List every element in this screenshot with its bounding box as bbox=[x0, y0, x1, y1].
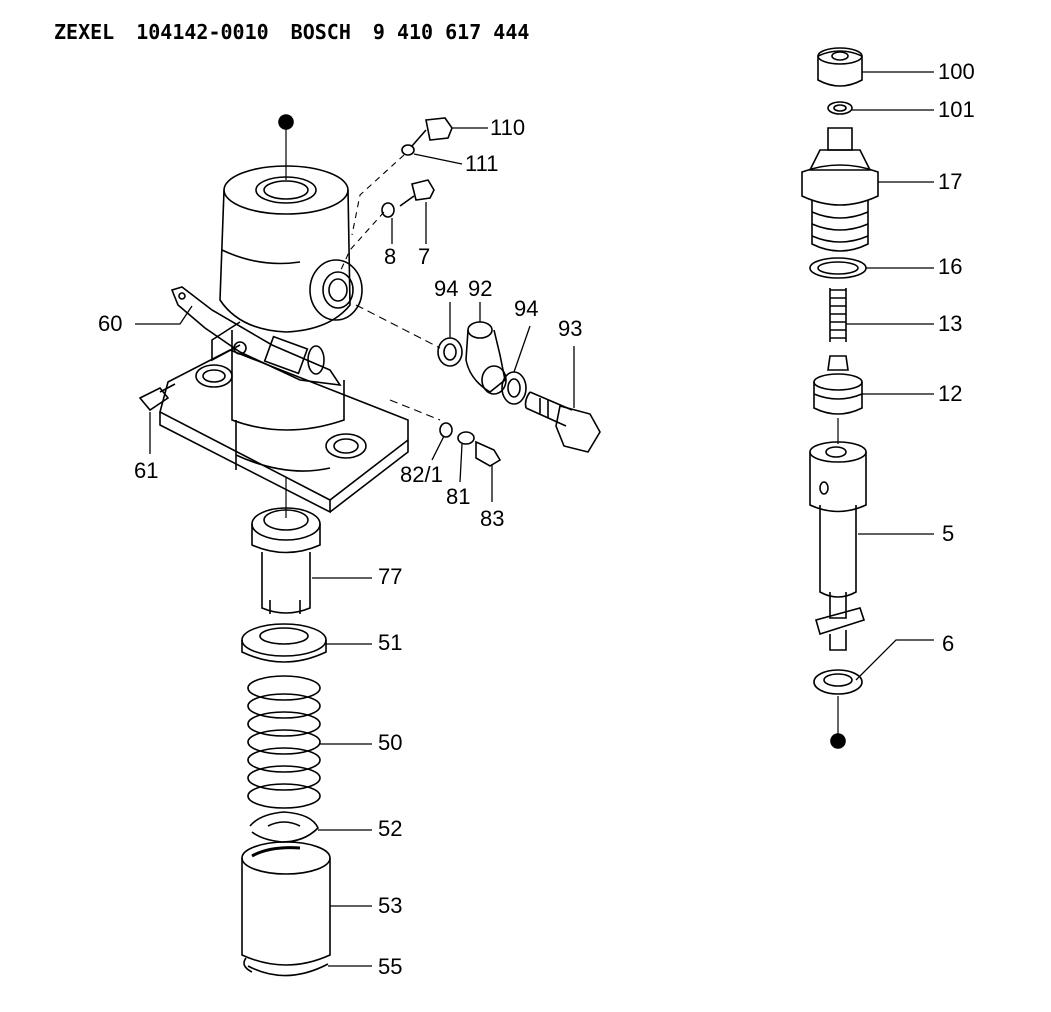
side-port-boss bbox=[310, 260, 362, 320]
part-label-52: 52 bbox=[378, 816, 403, 841]
part-label-92: 92 bbox=[468, 276, 493, 301]
banjo-fitting bbox=[438, 322, 600, 452]
part-label-61: 61 bbox=[134, 458, 159, 483]
dash-line-flange-screw bbox=[390, 400, 440, 420]
delivery-valve-12 bbox=[814, 356, 862, 414]
flange-screw-set bbox=[440, 423, 500, 466]
brand-name: BOSCH bbox=[290, 20, 351, 44]
control-rod bbox=[172, 287, 340, 385]
part-label-94-left: 94 bbox=[434, 276, 459, 301]
maker-name: ZEXEL bbox=[54, 20, 115, 44]
pump-barrel bbox=[220, 166, 350, 332]
part-label-93: 93 bbox=[558, 316, 583, 341]
part-label-77: 77 bbox=[378, 564, 403, 589]
control-sleeve bbox=[252, 508, 320, 614]
small-washer-101 bbox=[828, 102, 852, 114]
tappet bbox=[242, 842, 330, 965]
part-label-7: 7 bbox=[418, 244, 431, 269]
part-label-60: 60 bbox=[98, 311, 123, 336]
part-label-83: 83 bbox=[480, 506, 505, 531]
reference-dot-top bbox=[279, 115, 293, 129]
part-label-17: 17 bbox=[938, 169, 963, 194]
delivery-valve-holder bbox=[802, 128, 878, 251]
part-label-50: 50 bbox=[378, 730, 403, 755]
part-label-55: 55 bbox=[378, 954, 403, 979]
delivery-valve-holder-cap bbox=[818, 48, 862, 86]
part-label-16: 16 bbox=[938, 254, 963, 279]
upper-spring-seat bbox=[242, 624, 326, 662]
lower-barrel bbox=[232, 330, 344, 471]
part-label-5: 5 bbox=[942, 521, 955, 546]
part-label-13: 13 bbox=[938, 311, 963, 336]
screw-110-drawing bbox=[402, 118, 452, 155]
brand-part-number: 9 410 617 444 bbox=[372, 20, 530, 44]
part-label-8: 8 bbox=[384, 244, 397, 269]
spring-seat-6 bbox=[814, 670, 862, 694]
plunger-barrel-5 bbox=[810, 442, 866, 618]
part-label-12: 12 bbox=[938, 381, 963, 406]
part-label-82-1: 82/1 bbox=[400, 462, 443, 487]
plunger-flag bbox=[816, 608, 864, 650]
valve-spring-13 bbox=[830, 288, 846, 342]
lower-spring-seat bbox=[250, 812, 318, 842]
leader-lines bbox=[135, 72, 934, 966]
part-label-111: 111 bbox=[465, 151, 499, 176]
part-label-100: 100 bbox=[938, 59, 975, 84]
bleed-screw bbox=[140, 384, 175, 410]
snap-ring bbox=[244, 958, 328, 976]
maker-part-number: 104142-0010 bbox=[136, 20, 269, 44]
dash-line-port bbox=[356, 305, 440, 348]
part-label-110: 110 bbox=[490, 115, 526, 140]
reference-dot-bottom bbox=[831, 734, 845, 748]
part-label-94-right: 94 bbox=[514, 296, 539, 321]
part-label-101: 101 bbox=[938, 97, 975, 122]
diagram-header: ZEXEL 104142-0010 BOSCH 9 410 617 444 bbox=[54, 20, 551, 44]
part-label-51: 51 bbox=[378, 630, 403, 655]
mounting-flange bbox=[160, 350, 408, 512]
plunger-spring bbox=[248, 676, 320, 808]
gasket-16 bbox=[810, 258, 866, 278]
screw-7-drawing bbox=[382, 180, 434, 217]
part-label-6: 6 bbox=[942, 631, 955, 656]
part-label-53: 53 bbox=[378, 893, 403, 918]
dash-line-screws bbox=[340, 155, 404, 272]
part-label-81: 81 bbox=[446, 484, 471, 509]
